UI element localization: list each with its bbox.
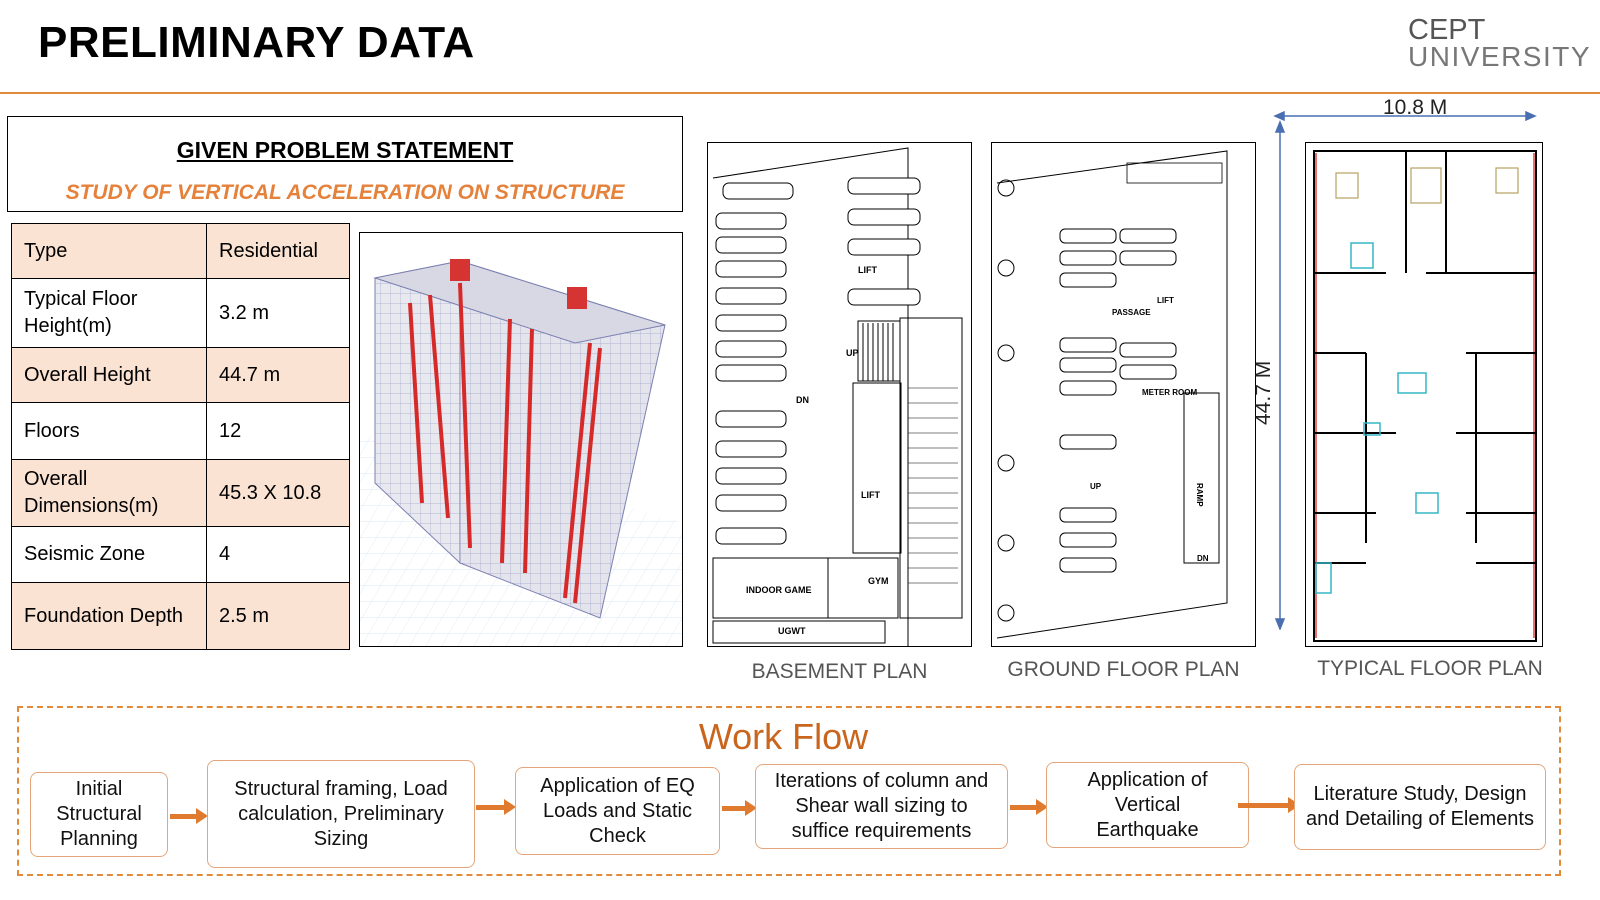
basement-plan-drawing: LIFT UP DN LIFT INDOOR GAME GYM UGWT: [707, 142, 972, 647]
indoor-game-label: INDOOR GAME: [746, 585, 812, 595]
workflow-arrow: [1238, 797, 1300, 813]
workflow-step-6: Literature Study, Design and Detailing o…: [1294, 764, 1546, 850]
workflow-arrow: [170, 808, 208, 824]
table-row: Overall Height 44.7 m: [11, 347, 350, 403]
param-label: Type: [11, 223, 207, 279]
param-label: Foundation Depth: [11, 582, 207, 650]
height-dimension-label: 44.7 M: [1252, 360, 1275, 425]
logo-line-2: UNIVERSITY: [1408, 41, 1592, 72]
workflow-box: [17, 706, 1561, 876]
problem-statement: STUDY OF VERTICAL ACCELERATION ON STRUCT…: [65, 181, 625, 204]
basement-dn-label: DN: [796, 395, 809, 405]
workflow-step-5: Application of Vertical Earthquake: [1046, 762, 1249, 848]
ground-dn-label: DN: [1197, 554, 1209, 563]
workflow-step-1: Initial Structural Planning: [30, 772, 168, 857]
param-value: 3.2 m: [206, 278, 350, 348]
cept-university-logo: CEPT UNIVERSITY: [1408, 14, 1590, 72]
workflow-arrow: [476, 799, 516, 815]
param-value: 45.3 X 10.8: [206, 459, 350, 527]
workflow-arrow: [722, 800, 757, 816]
param-label: Overall Height: [11, 347, 207, 403]
page-title: PRELIMINARY DATA: [38, 18, 475, 67]
dimension-arrows: [1273, 110, 1537, 630]
basement-plan-caption: BASEMENT PLAN: [751, 660, 928, 683]
param-value: Residential: [206, 223, 350, 279]
problem-heading: GIVEN PROBLEM STATEMENT: [176, 137, 514, 163]
meter-room-label: METER ROOM: [1142, 388, 1197, 397]
table-row: Overall Dimensions(m) 45.3 X 10.8: [11, 459, 350, 527]
gym-label: GYM: [868, 576, 889, 586]
param-label: Floors: [11, 402, 207, 460]
param-value: 4: [206, 526, 350, 583]
table-row: Floors 12: [11, 402, 350, 460]
passage-label: PASSAGE: [1112, 308, 1151, 317]
workflow-step-4: Iterations of column and Shear wall sizi…: [755, 764, 1008, 849]
param-value: 2.5 m: [206, 582, 350, 650]
param-label: Seismic Zone: [11, 526, 207, 583]
header-divider: [0, 92, 1600, 94]
workflow-step-3: Application of EQ Loads and Static Check: [515, 767, 720, 855]
workflow-step-2: Structural framing, Load calculation, Pr…: [207, 760, 475, 868]
workflow-arrow: [1010, 799, 1048, 815]
ugwt-label: UGWT: [778, 626, 806, 636]
param-label: Typical Floor Height(m): [11, 278, 207, 348]
logo-line-1: CEPT: [1408, 14, 1486, 46]
table-row: Type Residential: [11, 223, 350, 279]
table-row: Typical Floor Height(m) 3.2 m: [11, 278, 350, 348]
ramp-label: RAMP: [1195, 483, 1204, 507]
typical-floor-plan-caption: TYPICAL FLOOR PLAN: [1317, 657, 1543, 680]
ground-lift-label: LIFT: [1157, 296, 1174, 305]
typical-floor-plan-drawing: [1305, 142, 1543, 647]
param-value: 44.7 m: [206, 347, 350, 403]
width-dimension-label: 10.8 M: [1383, 96, 1448, 119]
table-row: Seismic Zone 4: [11, 526, 350, 583]
param-value: 12: [206, 402, 350, 460]
ground-up-label: UP: [1090, 482, 1102, 491]
problem-statement-box: GIVEN PROBLEM STATEMENT STUDY OF VERTICA…: [7, 116, 683, 212]
basement-up-label: UP: [846, 348, 859, 358]
basement-lift-label: LIFT: [858, 265, 877, 275]
ground-floor-plan-caption: GROUND FLOOR PLAN: [1007, 658, 1240, 681]
table-row: Foundation Depth 2.5 m: [11, 582, 350, 650]
param-label: Overall Dimensions(m): [11, 459, 207, 527]
ground-floor-plan-drawing: METER ROOM PASSAGE LIFT RAMP DN UP: [991, 142, 1256, 647]
basement-lift-label-2: LIFT: [861, 490, 880, 500]
structural-3d-model-image: [359, 232, 683, 647]
parameters-table: Type Residential Typical Floor Height(m)…: [11, 223, 350, 650]
workflow-title: Work Flow: [698, 716, 869, 757]
